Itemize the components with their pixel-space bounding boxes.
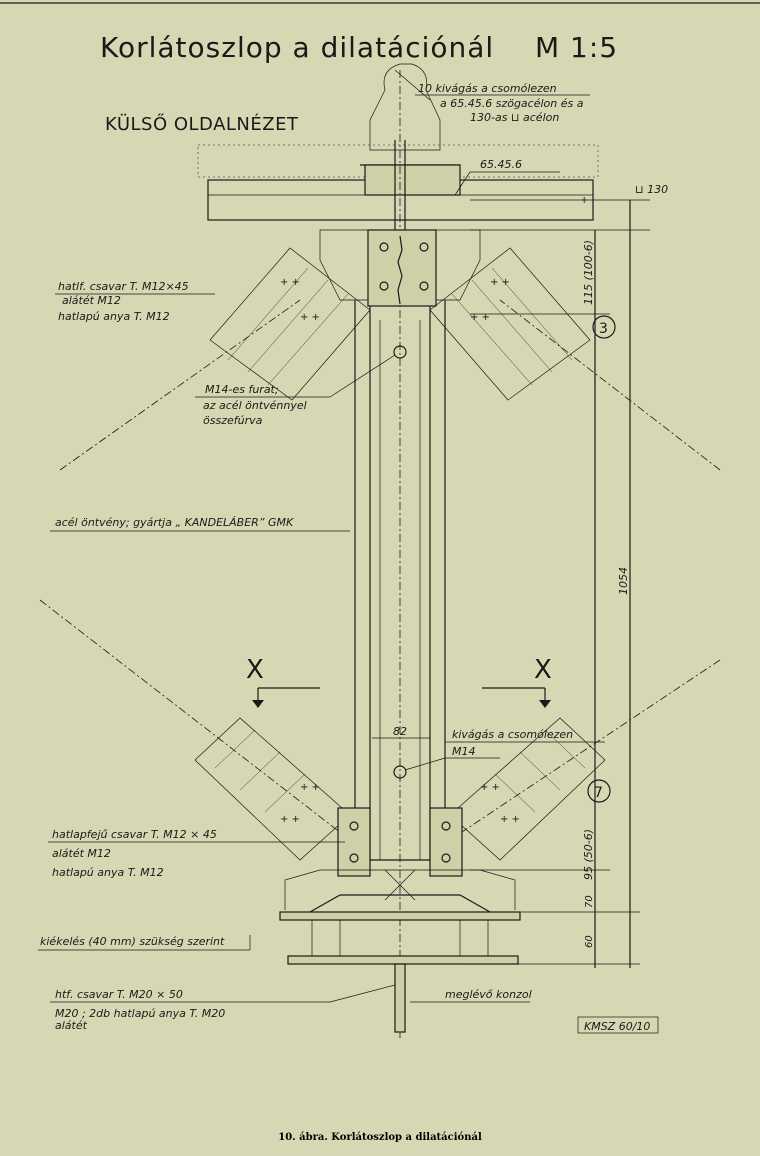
svg-text:kivágás a csomólezen: kivágás a csomólezen — [452, 728, 573, 741]
upper-right-brace: + + + + — [429, 247, 591, 401]
view-label: KÜLSŐ OLDALNÉZET — [105, 113, 299, 135]
drawing-scale: M 1:5 — [535, 31, 618, 64]
shim-note: kiékelés (40 mm) szükség szerint — [38, 935, 251, 951]
angle-65-45-6 — [364, 164, 461, 196]
lower-connection-plates — [337, 807, 463, 901]
existing-bracket-note: meglévő konzol — [410, 988, 532, 1003]
svg-text:65.45.6: 65.45.6 — [480, 158, 522, 171]
svg-text:+ +: + + — [470, 312, 490, 323]
hole-note: M14-es furat; az acél öntvénnyel összefú… — [195, 354, 396, 427]
upper-right-axis — [499, 299, 721, 471]
casting-note: acél öntvény; gyártja „ KANDELÁBER” GMK — [50, 516, 350, 532]
m14-hole-upper — [393, 345, 407, 359]
lower-notes: 82 kivágás a csomólezen M14 — [372, 725, 605, 771]
svg-text:+ +: + + — [300, 782, 320, 793]
callout-upper: 3 — [592, 315, 616, 339]
svg-text:+ +: + + — [280, 277, 300, 288]
upper-left-brace: + + + + — [209, 247, 371, 401]
svg-text:meglévő konzol: meglévő konzol — [445, 988, 532, 1001]
svg-text:115 (100-6): 115 (100-6) — [582, 240, 595, 305]
section-mark-left: X — [246, 655, 320, 708]
svg-text:alátét: alátét — [55, 1019, 88, 1032]
svg-text:alátét M12: alátét M12 — [62, 294, 121, 307]
upper-bolt-spec: hatlf. csavar T. M12×45 alátét M12 hatla… — [55, 280, 215, 323]
lower-bolt-spec: hatlapfejű csavar T. M12 × 45 alátét M12… — [48, 828, 345, 879]
svg-text:M14-es furat;: M14-es furat; — [205, 383, 279, 396]
svg-text:+ +: + + — [490, 277, 510, 288]
drawing-title: Korlátoszlop a dilatációnál — [100, 31, 494, 64]
svg-text:⊔ 130: ⊔ 130 — [635, 183, 668, 196]
base-assembly — [279, 869, 521, 1033]
svg-text:hatlapú anya T. M12: hatlapú anya T. M12 — [52, 866, 164, 879]
svg-text:+ +: + + — [300, 312, 320, 323]
svg-text:M20 ; 2db hatlapú anya T. M20: M20 ; 2db hatlapú anya T. M20 — [55, 1007, 225, 1020]
svg-text:+: + — [580, 195, 588, 206]
handrail-cap: + — [197, 63, 599, 221]
svg-text:+ +: + + — [480, 782, 500, 793]
drawing-code-box: KMSZ 60/10 — [577, 1016, 659, 1034]
lower-right-axis — [449, 659, 721, 841]
lower-left-brace: + + + + — [194, 717, 351, 861]
svg-text:3: 3 — [599, 321, 608, 337]
upper-connection-plate — [367, 229, 437, 307]
svg-text:60: 60 — [584, 935, 595, 948]
base-top-plate — [279, 911, 521, 921]
figure-caption: 10. ábra. Korlátoszlop a dilatációnál — [278, 1132, 482, 1143]
svg-text:acél öntvény; gyártja „ KANDEL: acél öntvény; gyártja „ KANDELÁBER” GMK — [55, 516, 294, 529]
callout-lower: 7 — [587, 779, 611, 803]
lower-left-axis — [39, 599, 351, 841]
svg-text:+ +: + + — [500, 814, 520, 825]
svg-text:htf. csavar T. M20 × 50: htf. csavar T. M20 × 50 — [55, 988, 183, 1001]
svg-text:+ +: + + — [280, 814, 300, 825]
svg-text:hatlapfejű csavar T. M12 × 45: hatlapfejű csavar T. M12 × 45 — [52, 828, 217, 841]
svg-text:82: 82 — [393, 725, 407, 738]
svg-text:alátét M12: alátét M12 — [52, 847, 111, 860]
svg-text:M14: M14 — [452, 745, 476, 758]
svg-text:10 kivágás a csomólezen: 10 kivágás a csomólezen — [418, 82, 557, 95]
base-bottom-plate — [287, 955, 519, 965]
svg-text:130-as ⊔ acélon: 130-as ⊔ acélon — [470, 111, 559, 124]
base-bolt-spec: htf. csavar T. M20 × 50 M20 ; 2db hatlap… — [50, 984, 396, 1032]
svg-text:a 65.45.6 szögacélon és a: a 65.45.6 szögacélon és a — [440, 97, 584, 110]
svg-text:7: 7 — [594, 785, 603, 801]
svg-text:KMSZ 60/10: KMSZ 60/10 — [584, 1020, 650, 1033]
svg-text:kiékelés (40 mm) szükség szeri: kiékelés (40 mm) szükség szerint — [40, 935, 225, 948]
top-notes: 10 kivágás a csomólezen a 65.45.6 szögac… — [394, 69, 668, 196]
svg-text:70: 70 — [584, 895, 595, 908]
anchor-bolt — [394, 963, 406, 1033]
m14-hole-lower — [393, 765, 407, 779]
svg-text:X: X — [246, 655, 264, 685]
svg-text:hatlf. csavar T. M12×45: hatlf. csavar T. M12×45 — [58, 280, 189, 293]
svg-text:az acél öntvénnyel: az acél öntvénnyel — [203, 399, 307, 412]
svg-text:összefúrva: összefúrva — [203, 414, 263, 427]
svg-text:95 (50-6): 95 (50-6) — [582, 829, 595, 880]
svg-text:X: X — [534, 655, 552, 685]
upper-left-axis — [59, 299, 301, 471]
svg-text:1054: 1054 — [617, 567, 630, 595]
svg-text:hatlapú anya T. M12: hatlapú anya T. M12 — [58, 310, 170, 323]
dimension-chain: 115 (100-6) 1054 95 (50-6) 70 60 — [470, 199, 650, 968]
section-mark-right: X — [482, 655, 552, 708]
